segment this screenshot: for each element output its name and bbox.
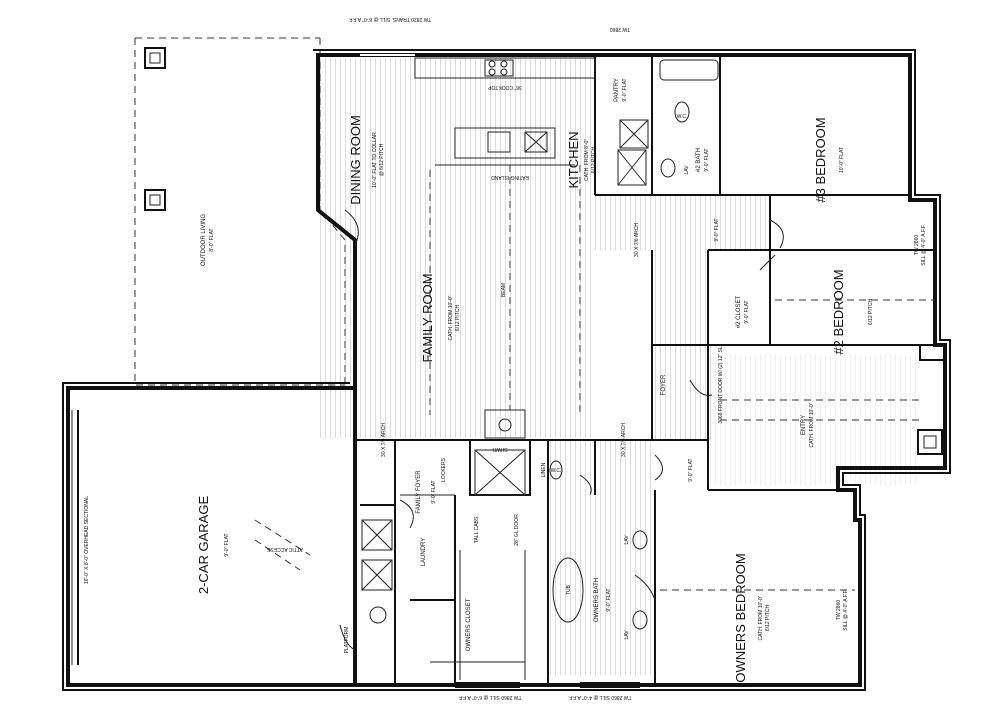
note-tall-cabs: TALL CABS bbox=[474, 516, 480, 543]
cooktop-icon bbox=[484, 59, 514, 77]
tub-icon bbox=[552, 557, 584, 623]
room-label-owners-bedroom: OWNERS BEDROOM bbox=[733, 553, 748, 682]
lavatory-icon bbox=[660, 158, 676, 178]
svg-text:SILL @ 4'-0" A.F.F.: SILL @ 4'-0" A.F.F. bbox=[843, 589, 849, 631]
svg-text:6/12 PITCH: 6/12 PITCH bbox=[455, 305, 461, 332]
bottom-window-callout: TW 2860 SILL @ 6'-0" A.F.F. bbox=[458, 694, 521, 700]
toilet-icon bbox=[674, 101, 690, 123]
dishwasher-icon bbox=[524, 131, 548, 153]
lavatory-icon bbox=[632, 530, 648, 550]
bath-fixtures bbox=[474, 59, 719, 630]
room-label-garage: 2-CAR GARAGE bbox=[196, 496, 211, 595]
svg-text:9'-0" FLAT: 9'-0" FLAT bbox=[622, 78, 628, 101]
svg-text:CATH. FROM 8'-0": CATH. FROM 8'-0" bbox=[584, 139, 590, 181]
doors bbox=[339, 209, 784, 651]
room-label-bedroom2: #2 BEDROOM bbox=[831, 269, 846, 354]
note-lav: LAV bbox=[624, 535, 630, 545]
garage-door bbox=[71, 410, 311, 665]
svg-text:SILL @ 4'-0" A.F.F.: SILL @ 4'-0" A.F.F. bbox=[921, 224, 927, 266]
post-icon bbox=[144, 47, 166, 69]
sink-icon bbox=[484, 409, 526, 439]
svg-text:6/12 PITCH: 6/12 PITCH bbox=[868, 299, 874, 326]
oven-icon bbox=[619, 119, 649, 149]
svg-text:10'-0" FLAT: 10'-0" FLAT bbox=[839, 147, 845, 173]
refrigerator-icon bbox=[617, 149, 647, 186]
window-callouts: TW 2820 TRANS. SILL @ 6'-0" A.F.F. TW 28… bbox=[349, 16, 640, 700]
svg-text:@ 6/12 PITCH: @ 6/12 PITCH bbox=[379, 143, 385, 176]
room-label-closet2: #2 CLOSET bbox=[736, 295, 742, 328]
svg-text:10'-0" FLAT TO COLLAR: 10'-0" FLAT TO COLLAR bbox=[372, 132, 378, 188]
note-arch-3: 30 X 7/6 ARCH bbox=[634, 223, 640, 257]
svg-text:6/12 PITCH: 6/12 PITCH bbox=[591, 147, 597, 174]
note-platform: PLATFORM bbox=[344, 627, 350, 654]
note-flat-2: 9'-0" FLAT bbox=[714, 218, 720, 241]
note-attic: ATTIC ACCESS bbox=[266, 546, 302, 552]
svg-text:6/12 PITCH: 6/12 PITCH bbox=[765, 605, 771, 632]
svg-text:9'-0" FLAT: 9'-0" FLAT bbox=[606, 588, 612, 611]
note-arch: 30 X 7/6 ARCH bbox=[381, 423, 387, 457]
bathtub-icon bbox=[659, 59, 719, 81]
note-island: EATING ISLAND bbox=[491, 174, 529, 180]
svg-text:CATH. FROM 10'-0": CATH. FROM 10'-0" bbox=[758, 595, 764, 640]
note-linen: LINEN bbox=[541, 462, 547, 477]
note-door: 28" GL DOOR bbox=[514, 514, 520, 546]
room-label-outdoor-living: OUTDOOR LIVING bbox=[201, 214, 207, 266]
note-cooktop: 36" COOKTOP bbox=[488, 84, 522, 90]
room-label-dining: DINING ROOM bbox=[348, 115, 363, 205]
kitchen-fixtures bbox=[414, 57, 649, 439]
sink-icon bbox=[487, 131, 511, 153]
note-arch-2: 30 X 7/6 ARCH bbox=[621, 423, 627, 457]
outdoor-living-area bbox=[134, 37, 346, 386]
note-garage-door: 16'-0" X 8'-0" OVERHEAD SECTIONAL bbox=[84, 496, 90, 584]
dryer-icon bbox=[361, 559, 393, 591]
room-label-family: FAMILY ROOM bbox=[420, 273, 435, 362]
top-window-callout: TW 2820 TRANS. SILL @ 6'-0" A.F.F. bbox=[349, 16, 432, 22]
washer-icon bbox=[361, 519, 393, 551]
bottom-window-callout-2: TW 2860 SILL @ 4'-0" A.F.F. bbox=[568, 694, 631, 700]
svg-text:9'-0" FLAT: 9'-0" FLAT bbox=[431, 480, 437, 503]
note-wc-owners: W.C. bbox=[551, 468, 562, 474]
room-label-owners-bath: OWNERS BATH bbox=[594, 578, 600, 622]
note-flat: 9'-0" FLAT bbox=[688, 458, 694, 481]
toilet-icon bbox=[549, 460, 563, 480]
note-lav-bath2: LAV bbox=[684, 165, 690, 175]
note-window: TW 2860 bbox=[914, 235, 920, 256]
room-label-bedroom3: #3 BEDROOM bbox=[813, 117, 828, 202]
svg-text:9'-0" FLAT: 9'-0" FLAT bbox=[744, 300, 750, 323]
note-beam: BEAM bbox=[501, 283, 507, 297]
laundry-fixtures bbox=[361, 494, 526, 680]
shower-icon bbox=[474, 449, 526, 496]
svg-text:9'-0" FLAT: 9'-0" FLAT bbox=[224, 533, 230, 556]
room-label-kitchen: KITCHEN bbox=[566, 131, 581, 188]
note-entry-door: 3068 FRONT DOOR W/ (2) 12" SL bbox=[718, 346, 724, 423]
top-window-callout-2: TW 2860 bbox=[610, 26, 631, 32]
water-heater-icon bbox=[369, 606, 387, 624]
svg-text:CATH. FROM 10'-0": CATH. FROM 10'-0" bbox=[809, 402, 815, 447]
note-shower: SHWR bbox=[492, 446, 508, 452]
note-lav-2: LAV bbox=[624, 630, 630, 640]
annotations: 36" COOKTOP EATING ISLAND BEAM W.C. W.C.… bbox=[84, 84, 927, 653]
post-icon bbox=[144, 189, 166, 211]
svg-text:9'-0" FLAT: 9'-0" FLAT bbox=[704, 148, 710, 171]
entry-pillars bbox=[917, 344, 945, 455]
room-label-owners-closet: OWNERS CLOSET bbox=[466, 598, 472, 651]
interior-walls bbox=[353, 55, 935, 685]
note-wc: W.C. bbox=[677, 114, 688, 120]
beam-lines bbox=[429, 165, 935, 591]
note-lockers: LOCKERS bbox=[441, 457, 447, 482]
note-window-2: TW 2860 bbox=[836, 600, 842, 621]
room-label-pantry: PANTRY bbox=[614, 78, 620, 102]
note-tub: TUB bbox=[566, 584, 572, 595]
lavatory-icon bbox=[632, 610, 648, 630]
svg-text:8'-0" FLAT: 8'-0" FLAT bbox=[209, 228, 215, 251]
room-label-laundry: LAUNDRY bbox=[421, 538, 427, 567]
room-label-foyer: FOYER bbox=[661, 374, 667, 395]
room-labels: OUTDOOR LIVING 8'-0" FLAT DINING ROOM 10… bbox=[196, 78, 874, 683]
kitchen-island bbox=[454, 127, 556, 159]
svg-text:CATH. FROM 10'-0": CATH. FROM 10'-0" bbox=[448, 295, 454, 340]
room-label-bath2: #2 BATH bbox=[696, 148, 702, 172]
room-label-entry: ENTRY bbox=[801, 415, 807, 435]
room-label-family-foyer: FAMILY FOYER bbox=[416, 470, 422, 514]
